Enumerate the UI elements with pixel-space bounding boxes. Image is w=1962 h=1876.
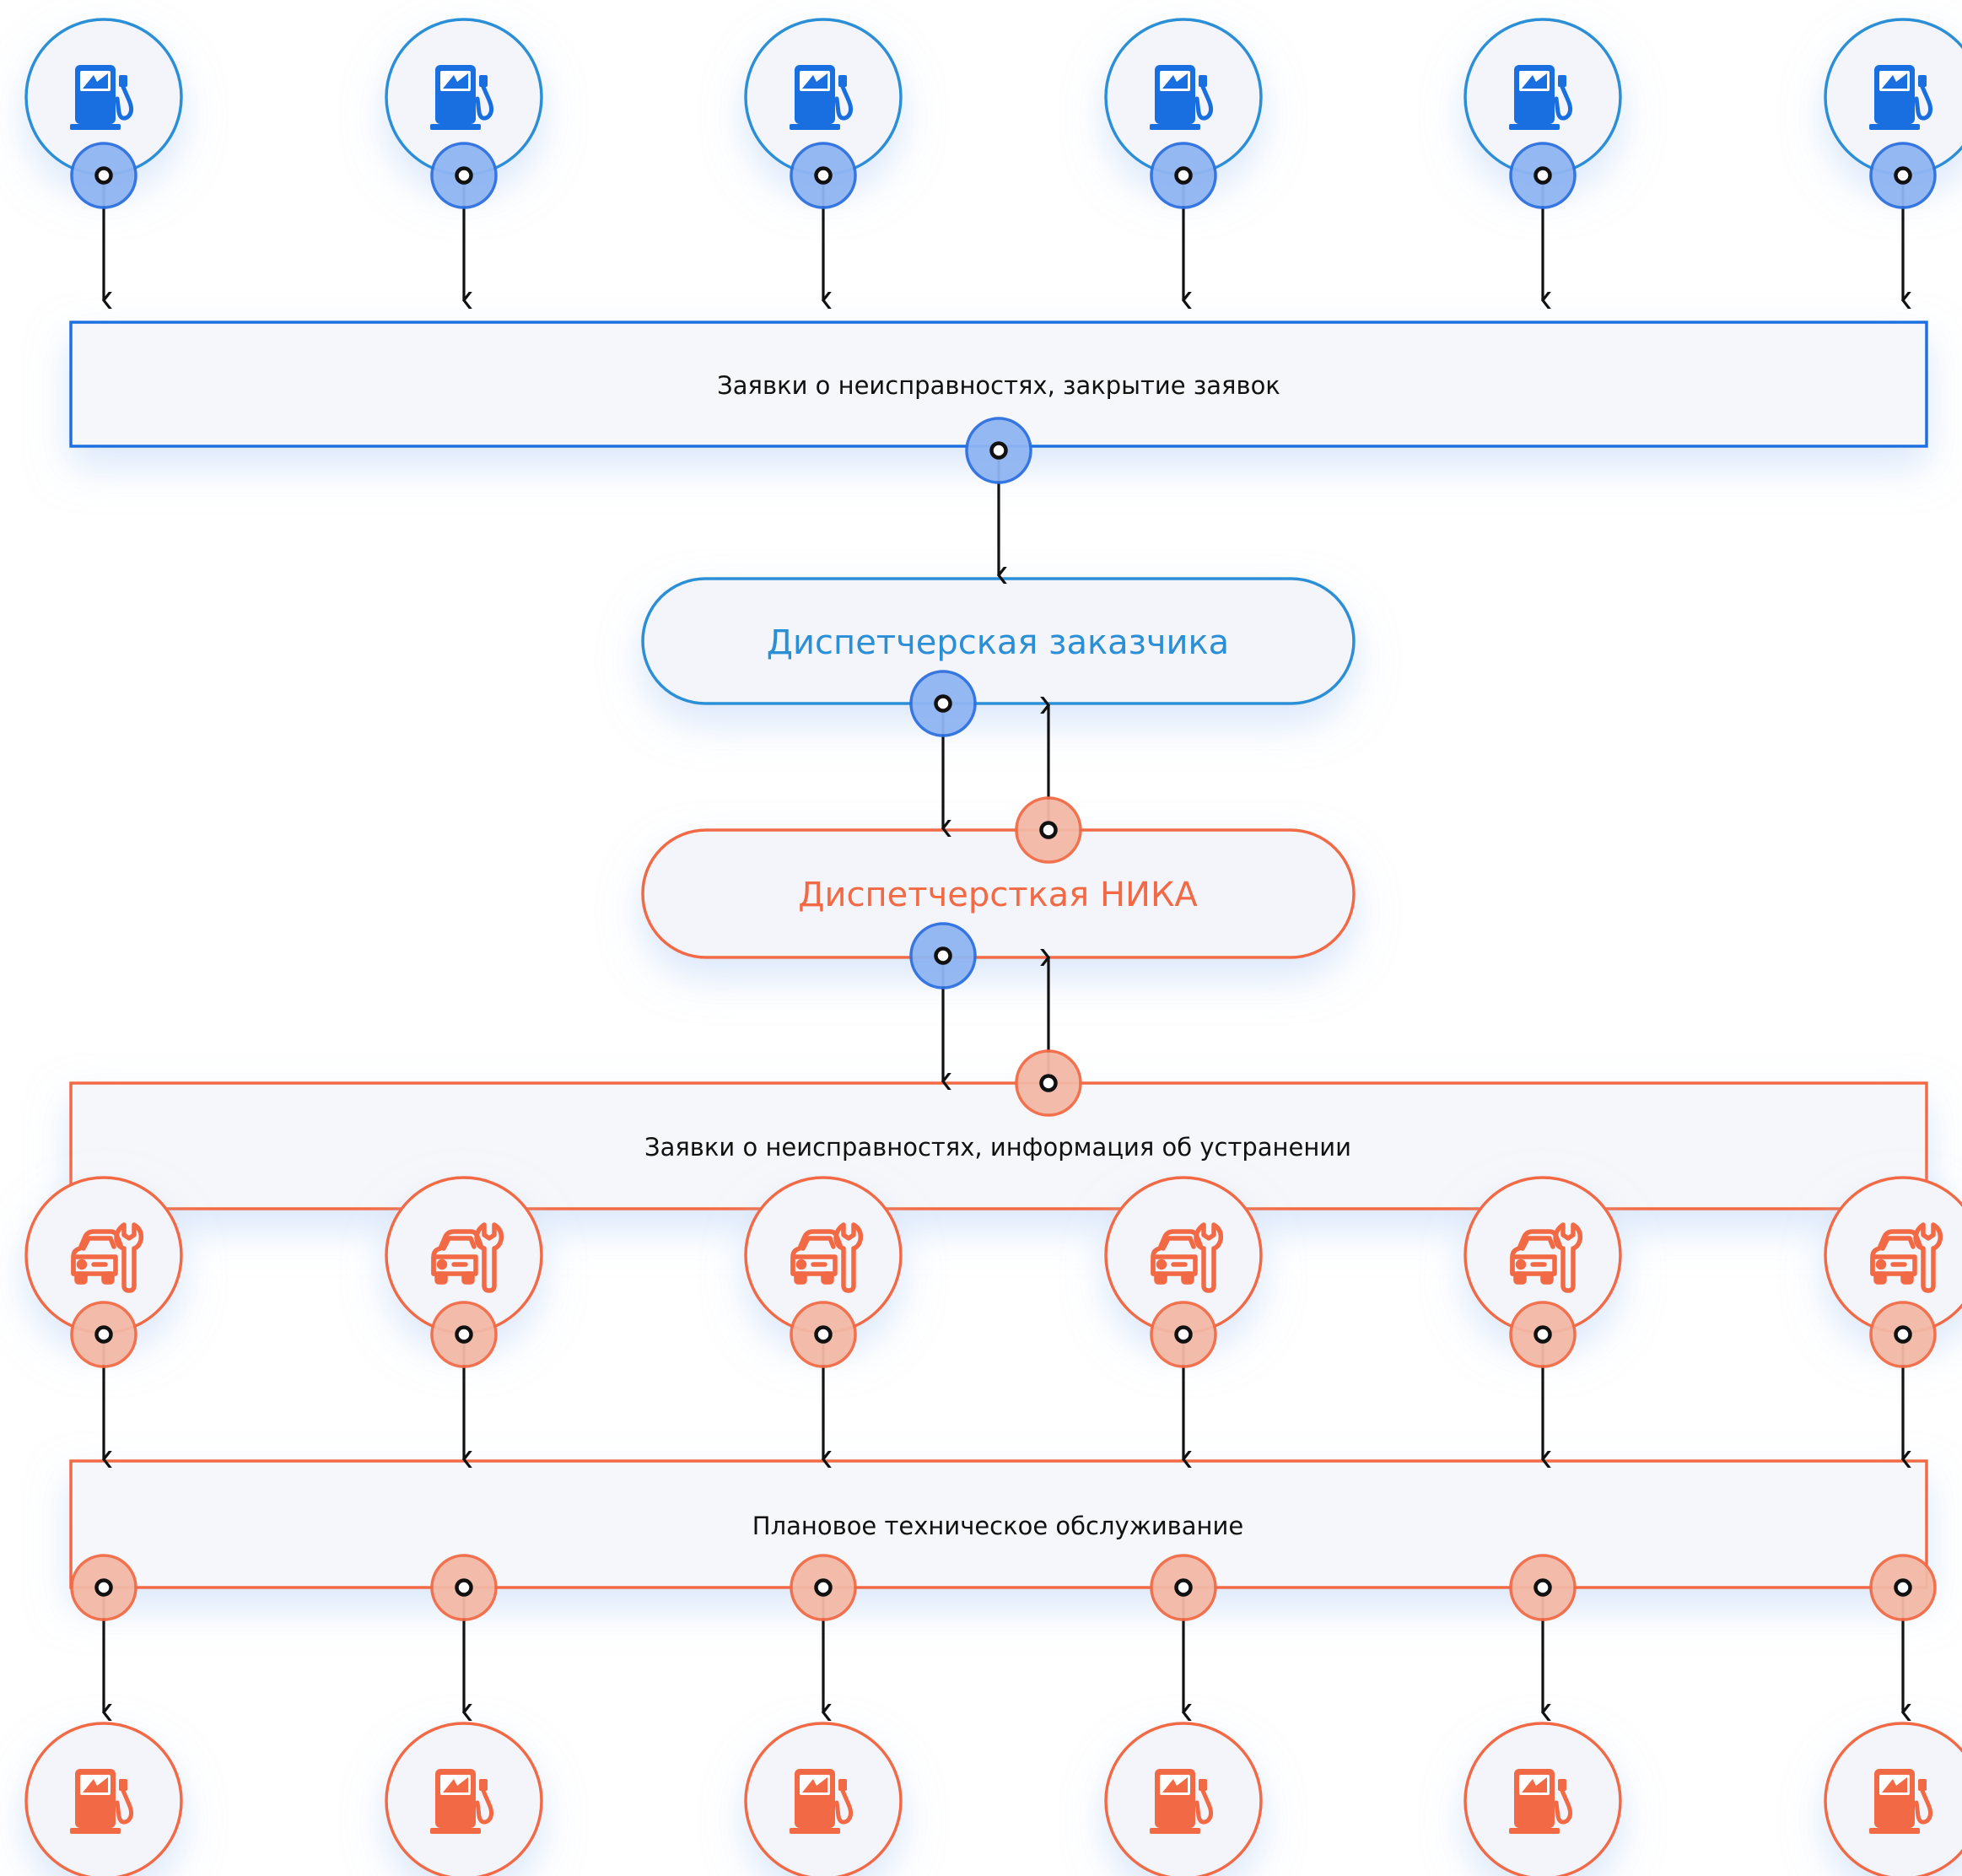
service-connector-6 (1869, 1301, 1937, 1368)
maintenance-connector-6 (1869, 1554, 1937, 1621)
service-node-4 (1104, 1176, 1263, 1334)
nika-dispatch-box: Диспетчерсткая НИКА (641, 828, 1356, 959)
nika-bottom-connector (909, 922, 977, 989)
fuel-pump-icon (790, 1769, 854, 1834)
fuel-pump-icon (1509, 65, 1573, 130)
car-service-icon (71, 1222, 144, 1293)
service-connector-5 (1509, 1301, 1577, 1368)
nika-dispatch-frame (641, 828, 1356, 959)
fuel-pump-icon (1150, 65, 1214, 130)
info-box-label: Заявки о неисправностях, информация об у… (644, 1133, 1351, 1162)
maintenance-connector-3 (790, 1554, 857, 1621)
boxes-layer: Заявки о неисправностях, закрытие заявок… (69, 321, 1928, 1589)
top-connector-3 (790, 142, 857, 209)
requests-box-connector (965, 417, 1032, 484)
info-box-connector (1015, 1049, 1082, 1117)
fuel-pump-icon (70, 65, 134, 130)
car-service-icon (1510, 1222, 1583, 1293)
requests-box-label: Заявки о неисправностях, закрытие заявок (717, 371, 1280, 400)
maintenance-connector-1 (70, 1554, 137, 1621)
connector-dots-layer (70, 142, 1937, 1621)
maintenance-box-frame (69, 1459, 1928, 1589)
top-station-2 (385, 18, 543, 176)
bottom-station-3 (744, 1722, 903, 1876)
top-connector-4 (1150, 142, 1217, 209)
fuel-pump-icon (1869, 65, 1933, 130)
top-station-1 (24, 18, 183, 176)
service-connector-4 (1150, 1301, 1217, 1368)
fuel-pump-icon (70, 1769, 134, 1834)
fuel-pump-icon (430, 65, 494, 130)
bottom-station-4 (1104, 1722, 1263, 1876)
car-service-icon (790, 1222, 864, 1293)
maintenance-connector-5 (1509, 1554, 1577, 1621)
customer-dispatch-box: Диспетчерская заказчика (641, 577, 1356, 705)
fuel-pump-icon (430, 1769, 494, 1834)
fuel-pump-icon (1509, 1769, 1573, 1834)
bottom-station-1 (24, 1722, 183, 1876)
bottom-station-2 (385, 1722, 543, 1876)
nodes-layer (24, 18, 1962, 1876)
bottom-station-6 (1824, 1722, 1962, 1876)
fuel-pump-icon (1869, 1769, 1933, 1834)
nika-dispatch-label: Диспетчерсткая НИКА (798, 876, 1198, 914)
top-connector-5 (1509, 142, 1577, 209)
customer-dispatch-label: Диспетчерская заказчика (767, 623, 1229, 662)
customer-dispatch-connector (909, 670, 977, 737)
service-node-6 (1824, 1176, 1962, 1334)
nika-top-connector (1015, 796, 1082, 864)
fuel-pump-icon (790, 65, 854, 130)
top-connector-2 (430, 142, 498, 209)
maintenance-box-label: Плановое техническое обслуживание (752, 1512, 1243, 1540)
car-service-icon (1870, 1222, 1943, 1293)
maintenance-connector-2 (430, 1554, 498, 1621)
top-station-4 (1104, 18, 1263, 176)
car-service-icon (431, 1222, 504, 1293)
info-box-frame (69, 1081, 1928, 1210)
top-connector-6 (1869, 142, 1937, 209)
top-connector-1 (70, 142, 137, 209)
service-connector-2 (430, 1301, 498, 1368)
service-node-5 (1463, 1176, 1622, 1334)
info-box: Заявки о неисправностях, информация об у… (69, 1081, 1928, 1210)
maintenance-connector-4 (1150, 1554, 1217, 1621)
maintenance-box: Плановое техническое обслуживание (69, 1459, 1928, 1589)
car-service-icon (1151, 1222, 1224, 1293)
service-connector-1 (70, 1301, 137, 1368)
fuel-pump-icon (1150, 1769, 1214, 1834)
service-connector-3 (790, 1301, 857, 1368)
bottom-station-5 (1463, 1722, 1622, 1876)
